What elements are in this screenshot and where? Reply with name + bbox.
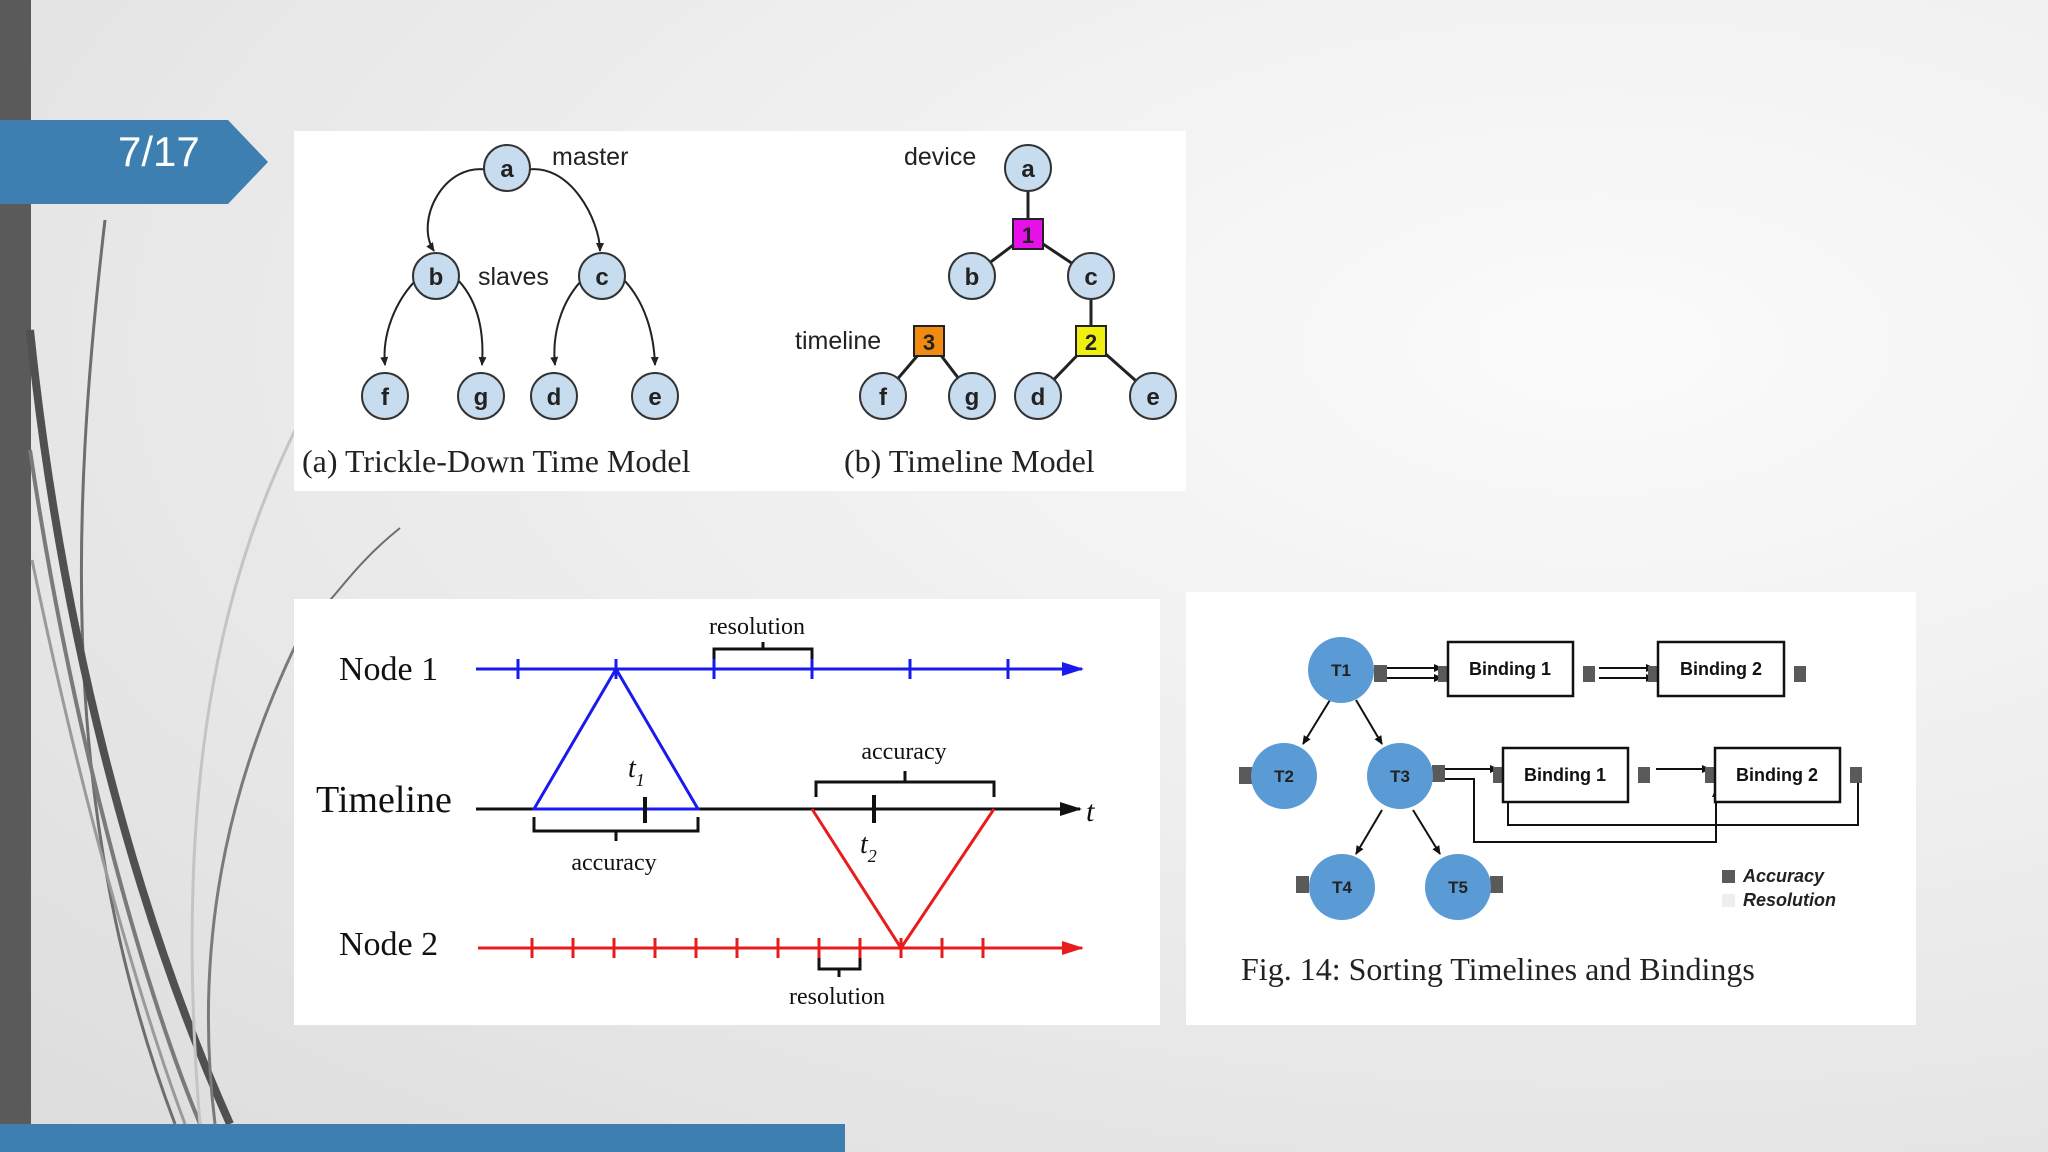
- resolution-bottom-brace: [817, 958, 862, 977]
- trickle-down-diagram: a b c f g d e master slaves (a) Trickle-…: [302, 143, 691, 479]
- legend: Accuracy Resolution: [1722, 866, 1836, 910]
- svg-text:a: a: [500, 156, 514, 183]
- legend-accuracy-label: Accuracy: [1742, 866, 1825, 886]
- svg-text:f: f: [381, 384, 390, 411]
- task-t2: T2: [1239, 743, 1317, 809]
- node-d: [530, 372, 578, 420]
- svg-text:d: d: [1031, 384, 1046, 411]
- task-t5: T5: [1425, 854, 1503, 920]
- node1-label: Node 1: [339, 651, 438, 688]
- node2-label: Node 2: [339, 926, 438, 963]
- legend-accuracy-swatch: [1722, 870, 1735, 883]
- node-f: [361, 372, 409, 420]
- tree-figure-panel: a b c f g d e master slaves (a) Trickle-…: [294, 131, 1186, 491]
- caption-b: (b) Timeline Model: [844, 443, 1095, 479]
- svg-text:3: 3: [923, 330, 935, 355]
- t2-label: t2: [860, 829, 877, 866]
- svg-text:1: 1: [1022, 223, 1034, 248]
- timeline-box-1: [1012, 218, 1044, 250]
- device-label: device: [904, 143, 976, 171]
- node2-triangle: [810, 808, 996, 951]
- svg-text:T2: T2: [1274, 767, 1294, 786]
- node2-ticks: [530, 938, 985, 958]
- task-t4: T4: [1296, 854, 1375, 920]
- legend-resolution-label: Resolution: [1743, 890, 1836, 910]
- accuracy-left-brace: [532, 817, 700, 841]
- device-node-f: [859, 372, 907, 420]
- svg-text:d: d: [547, 384, 562, 411]
- svg-text:2: 2: [1085, 330, 1097, 355]
- task-t1: T1: [1308, 637, 1387, 703]
- svg-text:T3: T3: [1390, 767, 1410, 786]
- svg-text:g: g: [965, 384, 980, 411]
- device-node-d: [1014, 372, 1062, 420]
- binding-box-row2-1: Binding 1: [1493, 746, 1650, 804]
- svg-text:T1: T1: [1331, 661, 1351, 680]
- svg-text:e: e: [648, 384, 661, 411]
- timeline-label: timeline: [795, 327, 881, 355]
- timeline-axis-label: Timeline: [316, 779, 452, 821]
- device-node-g: [948, 372, 996, 420]
- axis-t-label: t: [1086, 795, 1095, 828]
- device-node-b: [948, 252, 996, 300]
- task-t3: T3: [1367, 743, 1445, 809]
- svg-text:a: a: [1021, 156, 1035, 183]
- binding-box-row1-2: Binding 2: [1648, 640, 1806, 698]
- node-a: [483, 144, 531, 192]
- bottom-accent-bar: [0, 1124, 845, 1152]
- svg-text:c: c: [595, 264, 608, 291]
- node-g: [457, 372, 505, 420]
- svg-text:b: b: [965, 264, 980, 291]
- resolution-top-label: resolution: [709, 614, 805, 640]
- bindings-diagram-panel: T1 T2 T3 T4 T5 Binding 1: [1186, 592, 1916, 1025]
- master-label: master: [552, 143, 628, 171]
- device-node-c: [1067, 252, 1115, 300]
- device-node-e: [1129, 372, 1177, 420]
- node1-accuracy-triangle: [531, 666, 701, 811]
- timeline-model-diagram: a b c f g d e 1 2 3 device timeline (b) …: [795, 143, 1177, 479]
- bindings-caption: Fig. 14: Sorting Timelines and Bindings: [1241, 951, 1755, 987]
- node-e: [631, 372, 679, 420]
- timeline-box-3: [913, 325, 945, 357]
- svg-text:Binding 1: Binding 1: [1524, 765, 1606, 785]
- device-node-a: [1004, 144, 1052, 192]
- svg-text:Binding 2: Binding 2: [1680, 659, 1762, 679]
- svg-text:b: b: [429, 264, 444, 291]
- resolution-top-brace: [712, 642, 814, 659]
- svg-text:Binding 1: Binding 1: [1469, 659, 1551, 679]
- svg-text:T5: T5: [1448, 878, 1468, 897]
- resolution-bottom-label: resolution: [789, 984, 885, 1010]
- slide-number-badge: [0, 120, 268, 204]
- svg-text:Binding 2: Binding 2: [1736, 765, 1818, 785]
- caption-a: (a) Trickle-Down Time Model: [302, 443, 691, 479]
- accuracy-right-label: accuracy: [861, 739, 946, 765]
- legend-resolution-swatch: [1722, 894, 1735, 907]
- decorative-curves: [26, 219, 401, 1126]
- slide-number: 7/17: [118, 128, 200, 175]
- svg-text:e: e: [1146, 384, 1159, 411]
- binding-box-row2-2: Binding 2: [1705, 746, 1862, 804]
- binding-box-row1-1: Binding 1: [1438, 640, 1595, 698]
- accuracy-left-label: accuracy: [571, 850, 656, 876]
- t1-label: t1: [628, 753, 645, 790]
- svg-text:g: g: [474, 384, 489, 411]
- node-c: [578, 252, 626, 300]
- node-b: [412, 252, 460, 300]
- accuracy-right-brace: [814, 771, 996, 797]
- svg-text:c: c: [1084, 264, 1097, 291]
- timeline-box-2: [1075, 325, 1107, 357]
- sync-diagram-panel: Node 1 Timeline Node 2 t t1 t2 resolutio…: [294, 599, 1160, 1025]
- slaves-label: slaves: [478, 263, 549, 291]
- svg-text:f: f: [879, 384, 888, 411]
- svg-text:T4: T4: [1332, 878, 1352, 897]
